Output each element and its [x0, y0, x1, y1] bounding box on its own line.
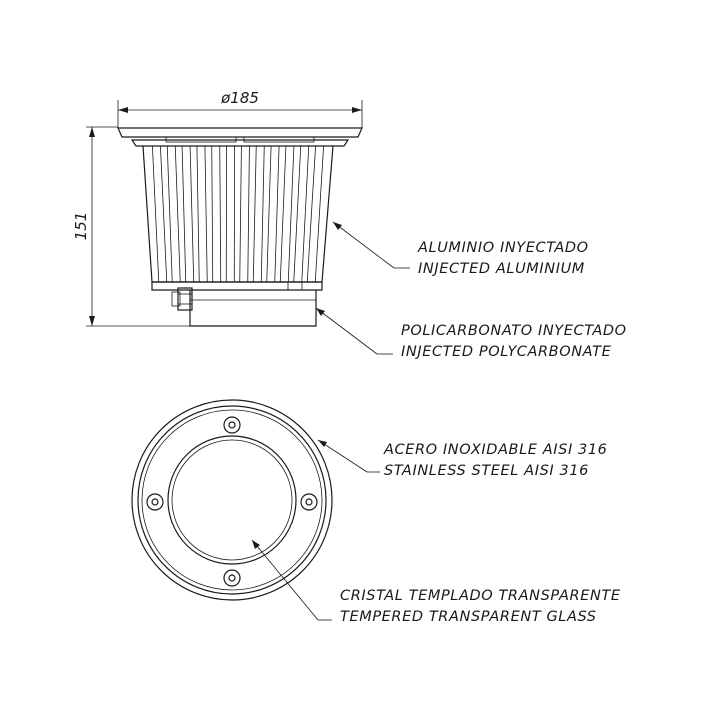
- fin: [196, 145, 208, 283]
- label-housing-es: POLICARBONATO INYECTADO: [401, 323, 627, 339]
- fin: [225, 145, 235, 283]
- height-dimension: 151: [72, 126, 190, 327]
- label-body-en: INJECTED ALUMINIUM: [418, 261, 585, 277]
- fin: [252, 145, 265, 283]
- fin: [166, 145, 181, 283]
- screw-bottom: [223, 569, 241, 587]
- diameter-label: ø185: [220, 89, 259, 107]
- label-housing-en: INJECTED POLYCARBONATE: [401, 344, 612, 360]
- screw-left: [146, 493, 164, 511]
- cooling-fins: [151, 145, 325, 283]
- fin: [239, 145, 250, 283]
- fin: [306, 145, 325, 283]
- label-glass-en: TEMPERED TRANSPARENT GLASS: [340, 609, 597, 625]
- fin: [211, 145, 222, 283]
- fin: [279, 145, 295, 283]
- label-body-es: ALUMINIO INYECTADO: [417, 240, 589, 256]
- screw-top: [223, 416, 241, 434]
- top-view: [131, 399, 333, 601]
- diameter-dimension: ø185: [117, 89, 363, 128]
- fin: [293, 145, 310, 283]
- material-labels: ALUMINIO INYECTADO INJECTED ALUMINIUM PO…: [340, 240, 627, 625]
- label-ring-es: ACERO INOXIDABLE AISI 316: [383, 442, 608, 458]
- screw-right: [300, 493, 318, 511]
- label-ring-en: STAINLESS STEEL AISI 316: [384, 463, 589, 479]
- fin: [266, 145, 280, 283]
- label-glass-es: CRISTAL TEMPLADO TRANSPARENTE: [340, 588, 621, 604]
- fin: [181, 145, 195, 283]
- height-label: 151: [72, 212, 90, 241]
- leader-lines: [251, 221, 410, 621]
- side-view: [117, 127, 363, 327]
- fin: [151, 145, 168, 283]
